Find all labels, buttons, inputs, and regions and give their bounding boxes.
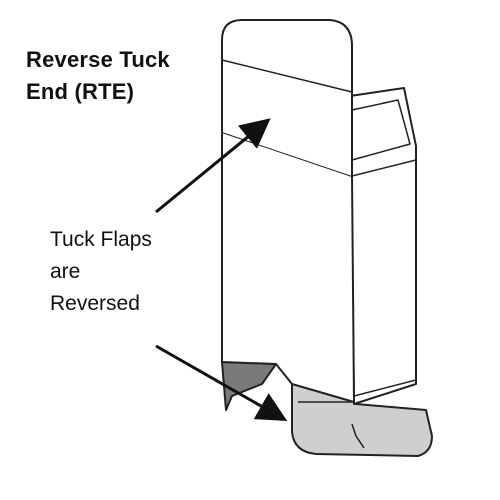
arrow-to-bottom-flap xyxy=(155,344,288,421)
side-dust-flap xyxy=(351,99,411,161)
callout-line-3: Reversed xyxy=(50,292,140,315)
bottom-dust-flap xyxy=(221,361,277,411)
bottom-flap-notch xyxy=(351,423,365,449)
side-bottom-edge xyxy=(353,379,417,397)
diagram-title-line-1: Reverse Tuck xyxy=(26,47,170,72)
side-panel-top-edge xyxy=(351,159,417,177)
top-flap-fold-line xyxy=(221,59,353,93)
callout-line-2: are xyxy=(50,260,81,283)
callout-line-1: Tuck Flaps xyxy=(50,228,152,251)
front-panel xyxy=(221,131,355,403)
diagram-title-line-2: End (RTE) xyxy=(26,79,135,104)
arrow-to-top-flap xyxy=(155,118,271,214)
side-panel xyxy=(349,87,417,405)
